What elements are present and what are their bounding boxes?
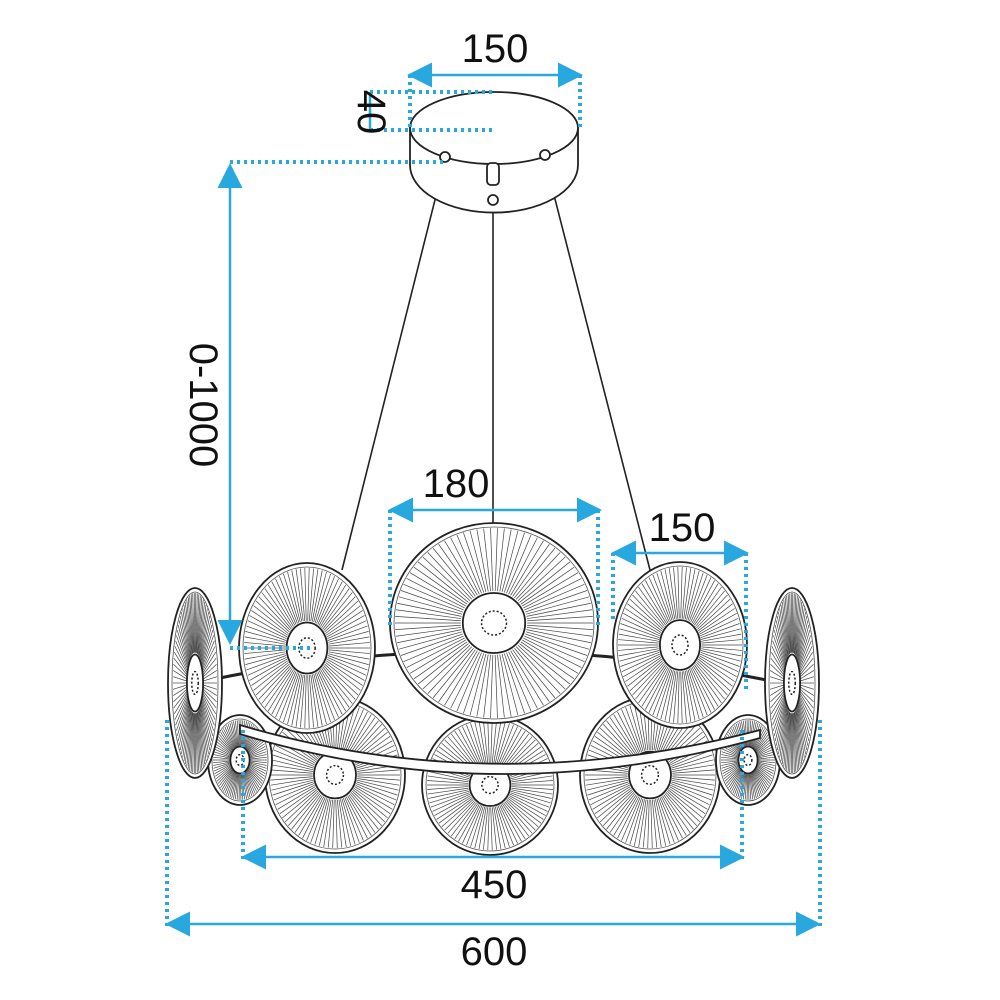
front-disc-far-right	[764, 587, 820, 779]
front-disc-right	[612, 561, 748, 729]
back-disc-center	[421, 714, 559, 856]
canopy-width-label: 150	[462, 27, 529, 71]
hang-length-label: 0-1000	[181, 343, 225, 468]
total-width-label: 600	[461, 930, 528, 974]
suspension-wires	[341, 159, 651, 571]
canopy-height-label: 40	[349, 90, 393, 135]
dimension-labels: 150 40 0-1000 180 150 450 600	[181, 27, 715, 974]
ring-width-label: 450	[461, 863, 528, 907]
front-disc-far-left	[167, 587, 223, 779]
ceiling-canopy	[409, 91, 579, 214]
side-disc-label: 150	[649, 506, 716, 550]
dimension-lines	[165, 62, 822, 937]
center-disc-label: 180	[423, 462, 490, 506]
front-disc-center	[389, 522, 599, 724]
